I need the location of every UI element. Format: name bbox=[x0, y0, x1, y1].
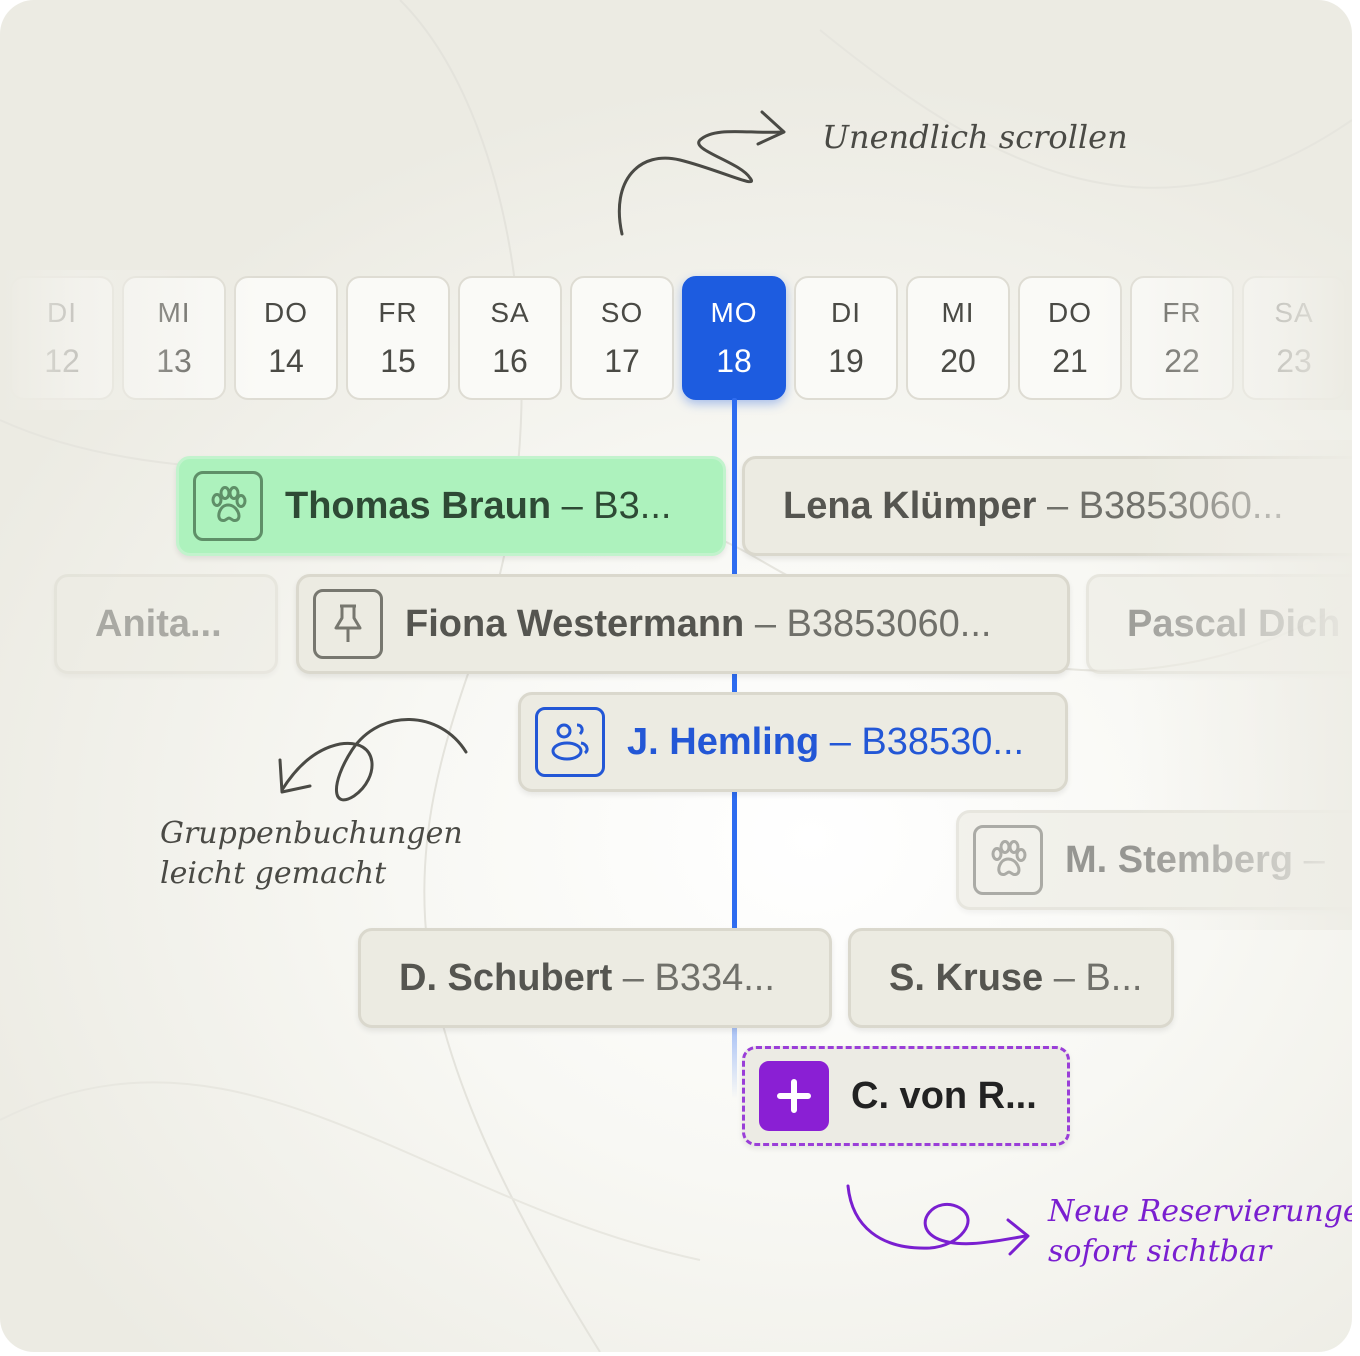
guest-name: Thomas Braun bbox=[285, 484, 552, 527]
booking-lena-kluemper[interactable]: Lena Klümper – B3853060... bbox=[742, 456, 1352, 556]
booking-pascal[interactable]: Pascal Dich bbox=[1086, 574, 1352, 674]
day-fr-22[interactable]: FR 22 bbox=[1130, 276, 1234, 400]
day-name: FR bbox=[378, 296, 418, 328]
booking-code: – bbox=[1293, 838, 1325, 881]
day-di-12[interactable]: DI 12 bbox=[10, 276, 114, 400]
day-number: 22 bbox=[1164, 342, 1200, 379]
guest-name: Anita... bbox=[95, 602, 222, 645]
note-line: sofort sichtbar bbox=[1048, 1234, 1272, 1269]
day-name: DO bbox=[1048, 296, 1092, 328]
booking-code: – B... bbox=[1043, 956, 1143, 999]
booking-label: M. Stemberg – bbox=[1043, 839, 1325, 882]
booking-label: Thomas Braun – B3... bbox=[263, 485, 671, 528]
day-name: DI bbox=[831, 296, 861, 328]
guest-name: Pascal Dich bbox=[1127, 602, 1341, 645]
day-sa-16[interactable]: SA 16 bbox=[458, 276, 562, 400]
booking-d-schubert[interactable]: D. Schubert – B334... bbox=[358, 928, 832, 1028]
booking-new-c-von-r[interactable]: C. von R... bbox=[742, 1046, 1070, 1146]
day-mi-20[interactable]: MI 20 bbox=[906, 276, 1010, 400]
booking-code: – B3853060... bbox=[1036, 484, 1284, 527]
booking-thomas-braun[interactable]: Thomas Braun – B3... bbox=[176, 456, 726, 556]
day-number: 16 bbox=[492, 342, 528, 379]
day-number: 13 bbox=[156, 342, 192, 379]
note-line: leicht gemacht bbox=[160, 856, 387, 891]
booking-s-kruse[interactable]: S. Kruse – B... bbox=[848, 928, 1174, 1028]
booking-label: Anita... bbox=[57, 603, 222, 646]
day-name: SA bbox=[1274, 296, 1314, 328]
scroll-arrow-icon bbox=[617, 110, 786, 236]
day-name: FR bbox=[1162, 296, 1202, 328]
day-name: MO bbox=[710, 296, 758, 328]
note-infinite-scroll: Unendlich scrollen bbox=[822, 118, 1128, 156]
booking-code: – B3... bbox=[551, 484, 672, 527]
paw-icon bbox=[193, 471, 263, 541]
guest-name: M. Stemberg bbox=[1065, 838, 1294, 881]
day-mi-13[interactable]: MI 13 bbox=[122, 276, 226, 400]
group-arrow-icon bbox=[278, 718, 468, 802]
day-name: SO bbox=[600, 296, 644, 328]
day-name: DO bbox=[264, 296, 308, 328]
guest-name: Lena Klümper bbox=[783, 484, 1037, 527]
booking-label: S. Kruse – B... bbox=[851, 957, 1142, 1000]
day-number: 21 bbox=[1052, 342, 1088, 379]
day-number: 12 bbox=[44, 342, 80, 379]
day-sa-23[interactable]: SA 23 bbox=[1242, 276, 1346, 400]
day-number: 15 bbox=[380, 342, 416, 379]
booking-label: Lena Klümper – B3853060... bbox=[745, 485, 1284, 528]
day-name: DI bbox=[47, 296, 77, 328]
note-group-bookings: Gruppenbuchungen leicht gemacht bbox=[160, 814, 463, 894]
day-number: 23 bbox=[1276, 342, 1312, 379]
booking-label: D. Schubert – B334... bbox=[361, 957, 775, 1000]
day-number: 19 bbox=[828, 342, 864, 379]
day-number: 20 bbox=[940, 342, 976, 379]
day-fr-15[interactable]: FR 15 bbox=[346, 276, 450, 400]
guest-name: Fiona Westermann bbox=[405, 602, 745, 645]
booking-fiona-westermann[interactable]: Fiona Westermann – B3853060... bbox=[296, 574, 1070, 674]
day-di-19[interactable]: DI 19 bbox=[794, 276, 898, 400]
booking-code: – B3853060... bbox=[744, 602, 992, 645]
guest-name: C. von R... bbox=[851, 1074, 1037, 1117]
note-new-reservations: Neue Reservierungen sofort sichtbar bbox=[1048, 1192, 1352, 1272]
booking-m-stemberg[interactable]: M. Stemberg – bbox=[956, 810, 1352, 910]
day-number: 18 bbox=[716, 342, 752, 379]
note-line: Neue Reservierungen bbox=[1048, 1194, 1352, 1229]
day-do-21[interactable]: DO 21 bbox=[1018, 276, 1122, 400]
booking-label: Pascal Dich bbox=[1089, 603, 1340, 646]
booking-label: C. von R... bbox=[829, 1075, 1037, 1118]
day-name: MI bbox=[157, 296, 191, 328]
guest-name: S. Kruse bbox=[889, 956, 1044, 999]
day-mo-18-today[interactable]: MO 18 bbox=[682, 276, 786, 400]
booking-anita[interactable]: Anita... bbox=[54, 574, 278, 674]
note-line: Gruppenbuchungen bbox=[160, 816, 463, 851]
booking-label: Fiona Westermann – B3853060... bbox=[383, 603, 991, 646]
day-number: 17 bbox=[604, 342, 640, 379]
pin-icon bbox=[313, 589, 383, 659]
paw-icon bbox=[973, 825, 1043, 895]
plus-icon bbox=[759, 1061, 829, 1131]
new-reservation-arrow-icon bbox=[846, 1184, 1030, 1256]
booking-j-hemling-group[interactable]: J. Hemling – B38530... bbox=[518, 692, 1068, 792]
booking-code: – B38530... bbox=[819, 720, 1025, 763]
guest-name: J. Hemling bbox=[627, 720, 820, 763]
booking-label: J. Hemling – B38530... bbox=[605, 721, 1024, 764]
day-name: MI bbox=[941, 296, 975, 328]
day-so-17[interactable]: SO 17 bbox=[570, 276, 674, 400]
group-icon bbox=[535, 707, 605, 777]
booking-code: – B334... bbox=[612, 956, 775, 999]
guest-name: D. Schubert bbox=[399, 956, 613, 999]
day-number: 14 bbox=[268, 342, 304, 379]
day-do-14[interactable]: DO 14 bbox=[234, 276, 338, 400]
day-name: SA bbox=[490, 296, 530, 328]
